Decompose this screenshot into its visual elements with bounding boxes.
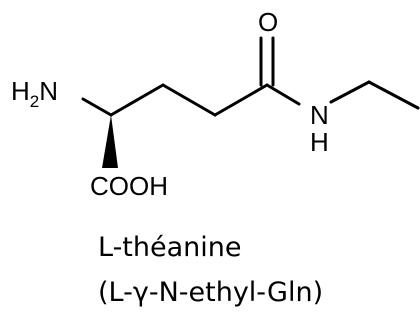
carboxyl-label: COOH — [90, 171, 168, 201]
amine-subscript: 2 — [30, 92, 39, 111]
molecule-synonym: (L-γ-N-ethyl-Gln) — [98, 277, 324, 308]
amide-n-label: N — [310, 100, 329, 130]
molecule-name: L-théanine — [98, 232, 242, 263]
carbonyl-o-label: O — [258, 7, 278, 37]
amine-n: N — [39, 76, 58, 106]
bond-cdelta-namide — [265, 83, 301, 106]
bond-n-calpha — [81, 97, 113, 117]
amide-h-label: H — [310, 127, 329, 157]
bond-cbeta-cgamma — [161, 83, 217, 117]
bond-namide-ethyl — [329, 80, 371, 104]
bond-calpha-cbeta — [109, 83, 165, 117]
amine-label: H2N — [11, 76, 58, 111]
bond-ethyl-ch3 — [367, 80, 420, 110]
bond-cgamma-cdelta — [213, 83, 269, 117]
wedge-bond-calpha-cooh — [102, 115, 118, 168]
amine-h: H — [11, 76, 30, 106]
